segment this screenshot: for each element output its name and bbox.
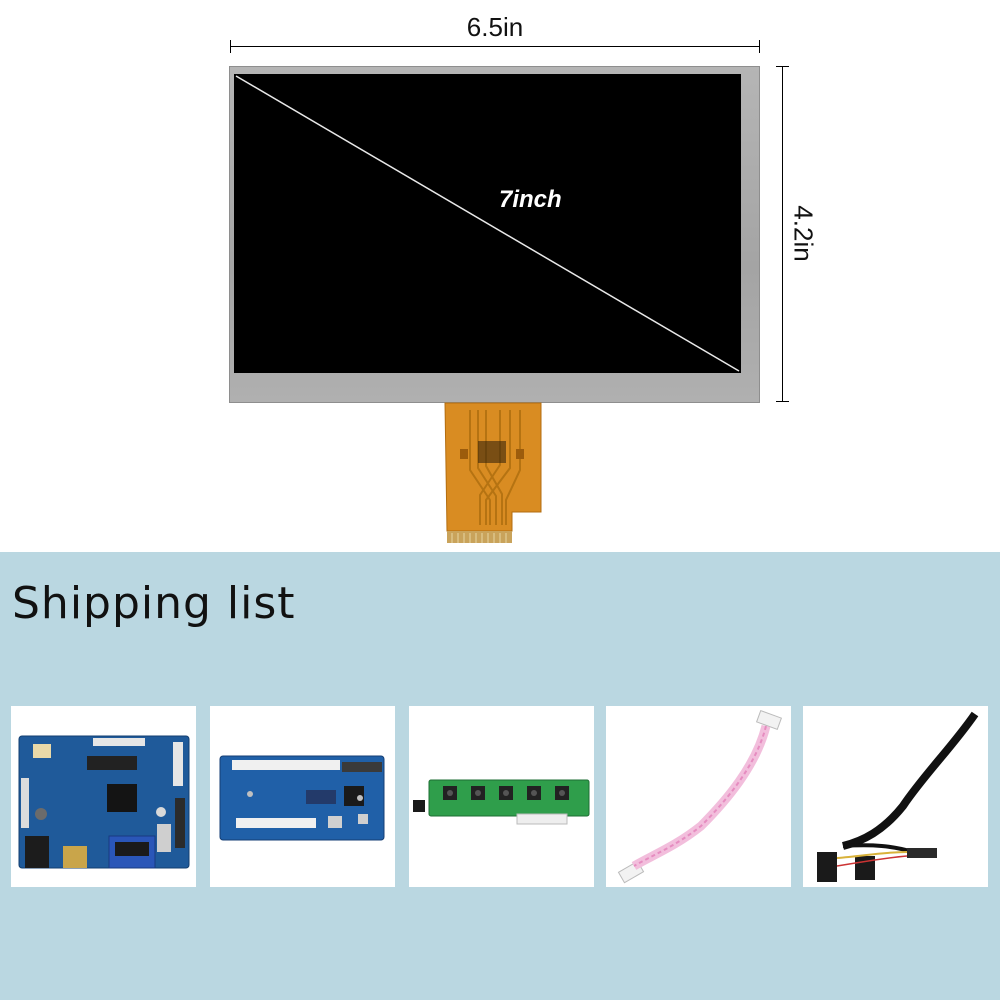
shipping-item-ribbon-cable xyxy=(606,706,791,887)
shipping-item-keypad-board xyxy=(409,706,594,887)
height-dimension-tick-top xyxy=(776,66,789,67)
lcd-panel-screen: 7inch xyxy=(234,74,741,373)
fpc-flex-cable-icon xyxy=(444,402,542,543)
lvds-cable-icon xyxy=(817,711,979,882)
width-dimension-tick-right xyxy=(759,40,760,53)
shipping-list-title: Shipping list xyxy=(12,578,296,629)
shipping-item-controller-board xyxy=(11,706,196,887)
width-dimension-label: 6.5in xyxy=(466,12,524,42)
hdmi-vga-controller-board-icon xyxy=(18,735,190,869)
shipping-item-adapter-board xyxy=(210,706,395,887)
shipping-item-lvds-cable xyxy=(803,706,988,887)
product-image-area: 6.5in 4.2in 7inch xyxy=(229,12,819,543)
keypad-board-icon xyxy=(413,779,590,825)
keypad-ribbon-cable-icon xyxy=(617,709,783,884)
height-dimension-tick-bottom xyxy=(776,401,789,402)
diagonal-line xyxy=(235,75,740,372)
width-dimension-line xyxy=(230,46,760,47)
lvds-adapter-board-icon xyxy=(219,755,385,841)
width-dimension-tick-left xyxy=(230,40,231,53)
diagonal-size-label: 7inch xyxy=(499,186,562,213)
height-dimension-line xyxy=(782,66,783,402)
